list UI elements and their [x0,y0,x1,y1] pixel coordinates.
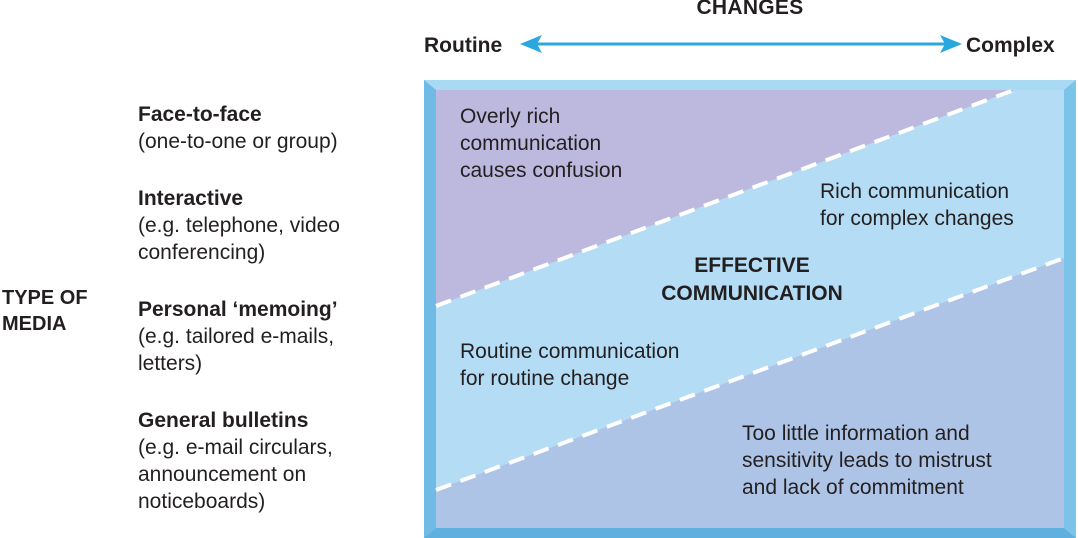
media-item-desc: (e.g. tailored e-mails, [138,325,335,348]
overly-rich-label: Overly rich communication causes confusi… [460,103,720,184]
media-item-desc: (e.g. e-mail circulars, [138,436,333,459]
media-item-face-to-face: Face-to-face (one-to-one or group) [138,101,408,155]
effective-label-line: EFFECTIVE [694,254,810,277]
rich-complex-label-line: Rich communication [820,180,1010,203]
too-little-label: Too little information and sensitivity l… [742,420,1062,501]
routine-axis-label: Routine [424,34,503,57]
routine-label-line: Routine communication [460,340,680,363]
too-little-label-line: sensitivity leads to mistrust [742,449,992,472]
frame-bevel-top [424,80,1076,90]
media-item-desc: noticeboards) [138,490,266,513]
complex-axis-label: Complex [966,34,1055,57]
double-arrow-icon [520,35,962,53]
routine-communication-label: Routine communication for routine change [460,338,760,392]
overly-rich-label-line: Overly rich [460,105,561,128]
overly-rich-zone [436,90,1014,306]
media-item-personal-memoing: Personal ‘memoing’ (e.g. tailored e-mail… [138,296,408,377]
media-item-general-bulletins: General bulletins (e.g. e-mail circulars… [138,407,408,515]
frame-bevel-right [1064,80,1076,538]
changes-axis-title: CHANGES [696,0,804,19]
too-little-label-line: and lack of commitment [742,476,964,499]
media-item-name: Interactive [138,187,244,210]
effective-label-line: COMMUNICATION [661,282,843,305]
effective-communication-label: EFFECTIVE COMMUNICATION [612,252,892,308]
media-item-name: Face-to-face [138,103,262,126]
media-item-name: Personal ‘memoing’ [138,298,338,321]
media-item-desc: conferencing) [138,241,266,264]
frame-bevel-left [424,80,436,538]
media-axis-title-line2: MEDIA [2,313,67,335]
rich-complex-label: Rich communication for complex changes [820,178,1070,232]
lower-boundary-line [435,256,1065,492]
media-item-interactive: Interactive (e.g. telephone, video confe… [138,185,408,266]
media-axis-title-line1: TYPE OF [2,287,88,309]
media-item-desc: letters) [138,352,203,375]
routine-label-line: for routine change [460,367,630,390]
overly-rich-label-line: communication [460,132,602,155]
too-little-zone [436,258,1064,528]
media-item-desc: (one-to-one or group) [138,130,338,153]
media-axis-title: TYPE OF MEDIA [2,285,88,337]
media-item-desc: (e.g. telephone, video [138,214,340,237]
too-little-label-line: Too little information and [742,422,970,445]
frame-bevel-bottom [424,528,1076,538]
media-item-name: General bulletins [138,409,309,432]
overly-rich-label-line: causes confusion [460,159,623,182]
media-item-desc: announcement on [138,463,307,486]
rich-complex-label-line: for complex changes [820,207,1014,230]
